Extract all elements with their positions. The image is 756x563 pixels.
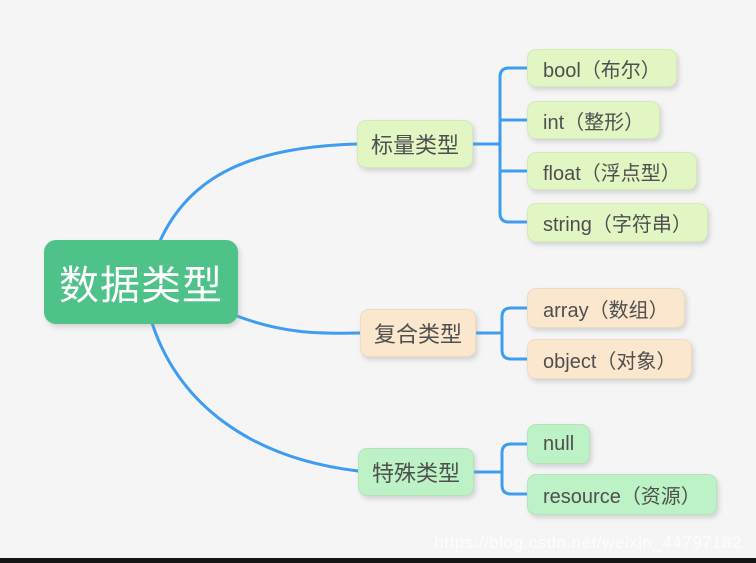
leaf-node-object[interactable]: object（对象） <box>527 339 693 379</box>
leaf-node-bool[interactable]: bool（布尔） <box>527 49 677 87</box>
bottom-edge-bar <box>0 558 756 563</box>
branch-node-special-types[interactable]: 特殊类型 <box>358 448 474 496</box>
branch-node-scalar-types[interactable]: 标量类型 <box>357 120 473 168</box>
connector-root-special <box>150 321 360 473</box>
branch-node-composite-types[interactable]: 复合类型 <box>360 309 476 357</box>
leaf-node-float[interactable]: float（浮点型） <box>527 152 697 190</box>
connector-scalar-spine <box>498 66 529 224</box>
leaf-node-null[interactable]: null <box>527 424 591 464</box>
connector-composite-spine <box>500 306 529 361</box>
connector-root-composite <box>235 314 362 335</box>
csdn-watermark: https://blog.csdn.net/weixin_44797182 <box>434 533 742 552</box>
leaf-node-string[interactable]: string（字符串） <box>527 203 708 242</box>
connector-special-spine <box>500 442 529 496</box>
connector-root-scalar <box>158 142 359 243</box>
leaf-node-array[interactable]: array（数组） <box>527 288 685 328</box>
leaf-node-resource[interactable]: resource（资源） <box>527 474 717 515</box>
leaf-node-int[interactable]: int（整形） <box>527 101 661 139</box>
root-node-data-types[interactable]: 数据类型 <box>44 240 238 324</box>
